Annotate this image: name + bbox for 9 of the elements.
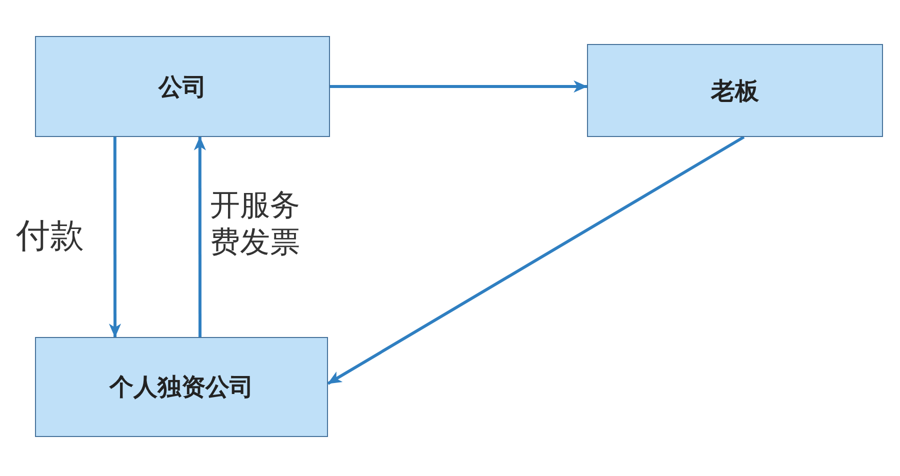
arrow — [194, 136, 206, 337]
arrow — [327, 136, 745, 385]
entity-box: 个人独资公司 — [35, 337, 328, 437]
entity-box: 老板 — [587, 44, 883, 137]
arrow — [330, 80, 588, 93]
arrow — [108, 137, 122, 338]
edge-label: 付款 — [16, 216, 84, 258]
entity-box: 公司 — [35, 36, 330, 137]
edge-label: 开服务费发票 — [210, 188, 301, 262]
